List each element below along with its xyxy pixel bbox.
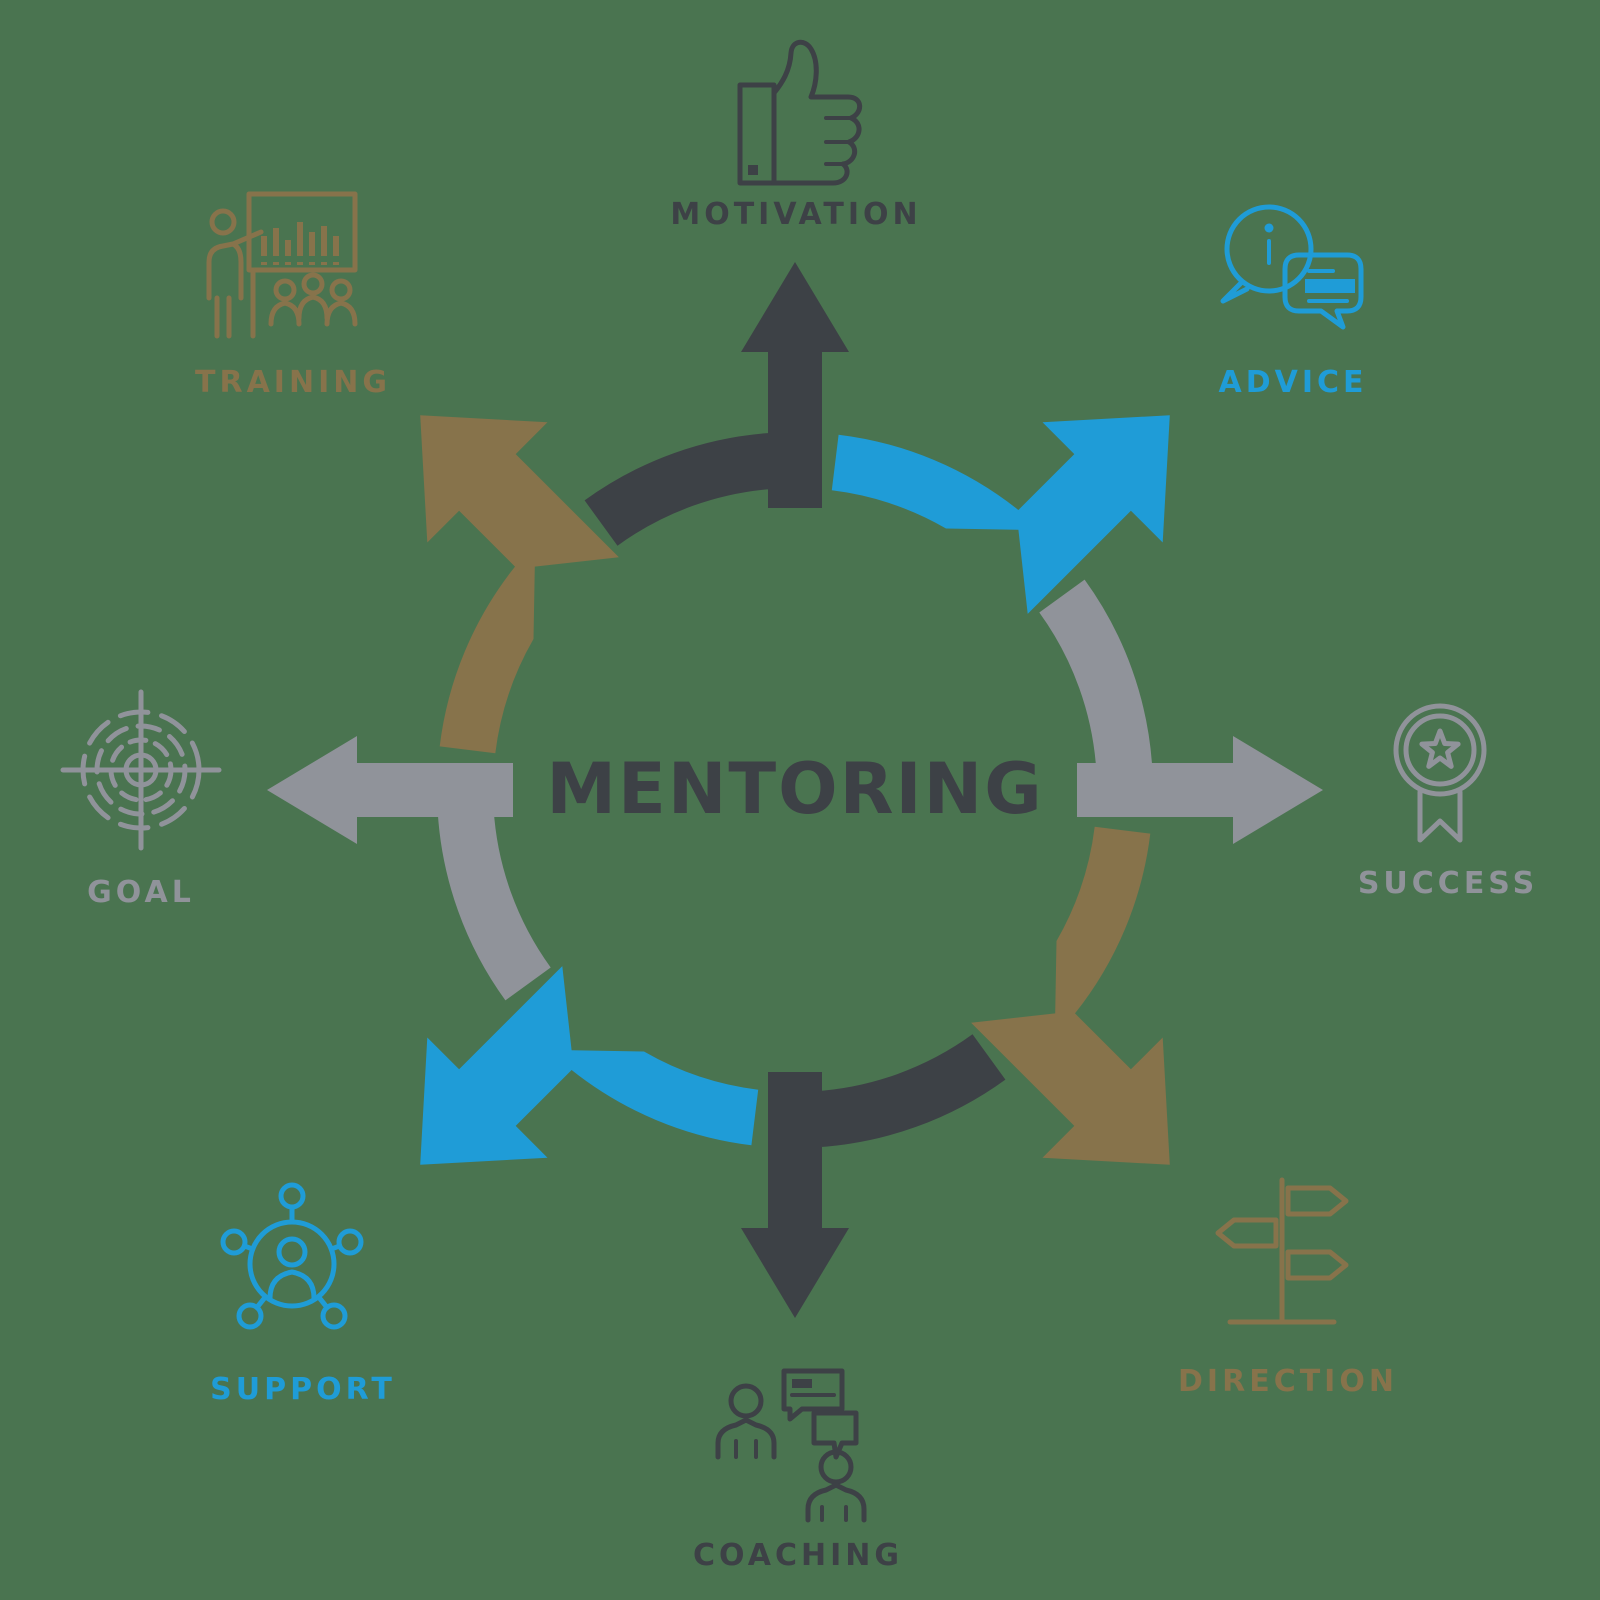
center-title: MENTORING <box>546 748 1043 830</box>
label-goal: GOAL <box>87 875 195 910</box>
label-motivation: MOTIVATION <box>670 197 921 232</box>
goal-arrow <box>267 736 551 1001</box>
label-success: SUCCESS <box>1358 866 1538 901</box>
conversation-icon <box>715 1368 867 1523</box>
signpost-icon <box>1215 1177 1349 1325</box>
target-icon <box>60 689 222 851</box>
presentation-icon <box>206 191 358 339</box>
training-arrow <box>420 415 619 754</box>
label-advice: ADVICE <box>1218 365 1367 400</box>
label-support: SUPPORT <box>210 1372 396 1407</box>
motivation-arrow <box>584 262 849 546</box>
medal-icon <box>1393 703 1487 843</box>
advice-arrow <box>831 415 1170 614</box>
network-person-icon <box>220 1182 364 1330</box>
label-direction: DIRECTION <box>1178 1364 1398 1399</box>
support-arrow <box>420 966 759 1165</box>
label-training: TRAINING <box>195 365 391 400</box>
thumbs-up-icon <box>737 39 863 186</box>
label-coaching: COACHING <box>693 1538 903 1573</box>
chat-bubbles-icon <box>1220 204 1364 330</box>
direction-arrow <box>971 826 1170 1165</box>
bar-chart-bars <box>261 222 339 265</box>
coaching-arrow <box>741 1034 1006 1318</box>
success-arrow <box>1039 579 1323 844</box>
